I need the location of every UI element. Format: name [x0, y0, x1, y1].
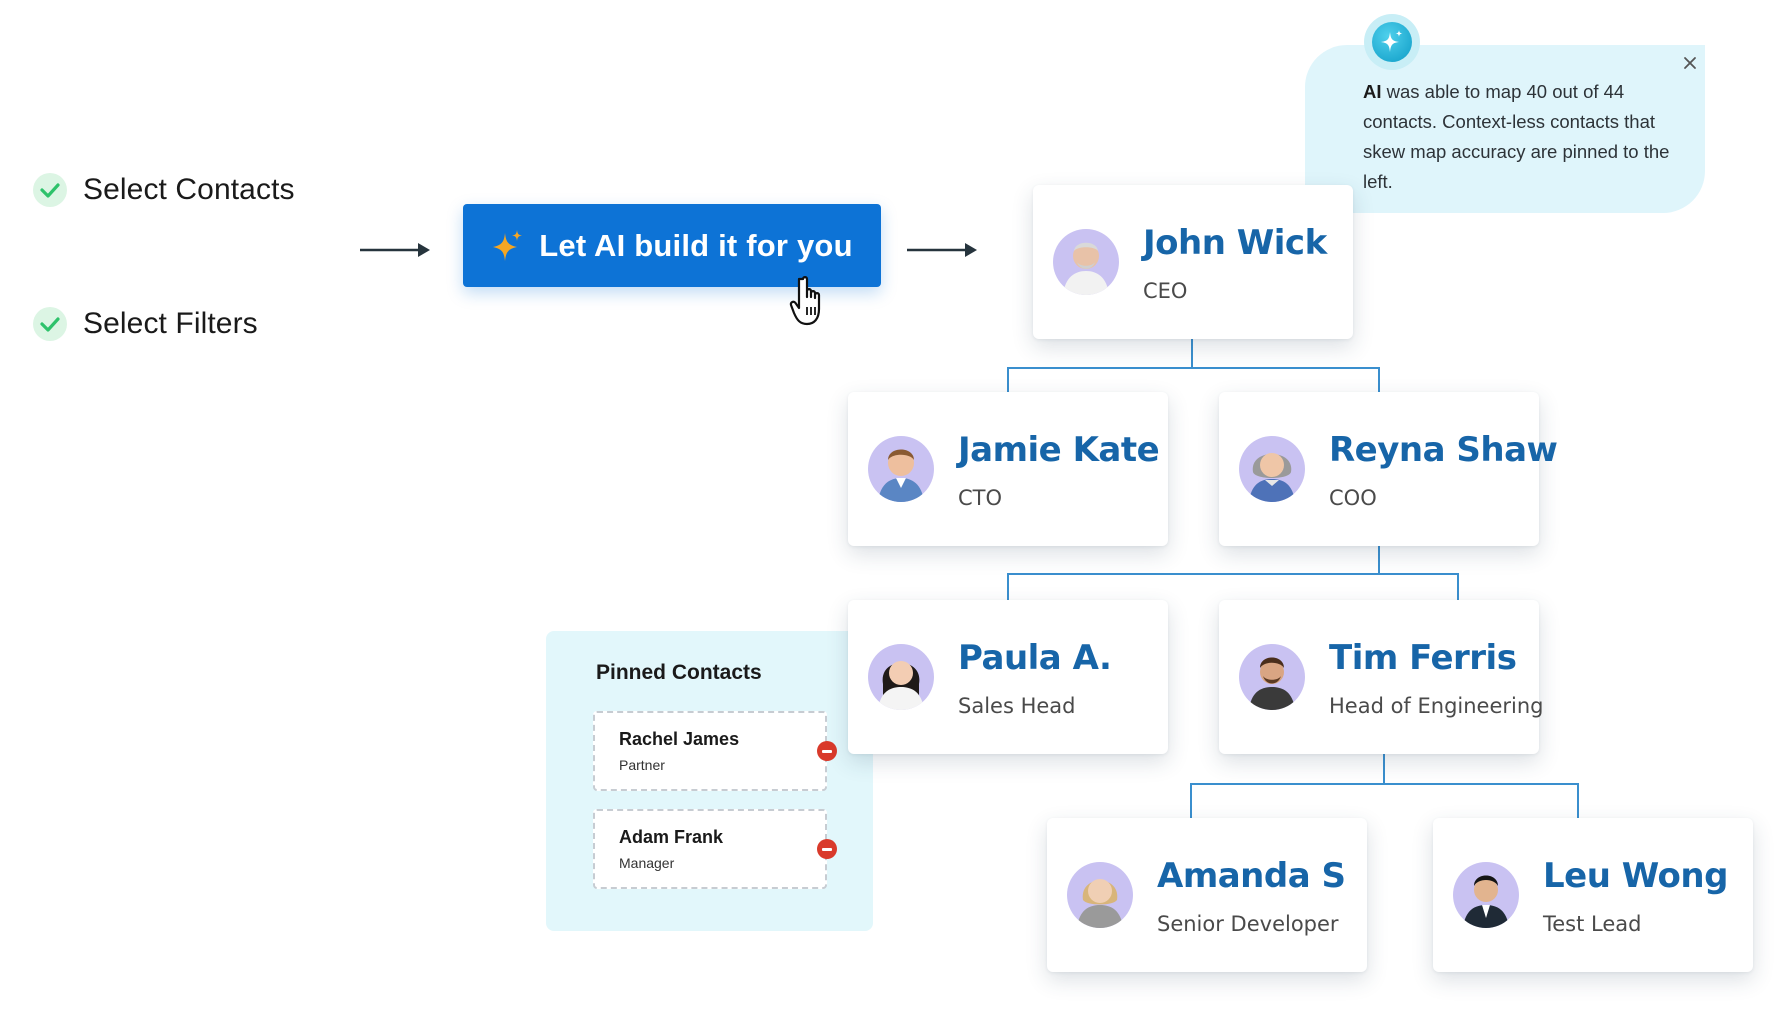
ai-build-button[interactable]: Let AI build it for you — [463, 204, 881, 287]
card-name: Tim Ferris — [1329, 638, 1517, 678]
pinned-contact-role: Manager — [619, 855, 675, 871]
card-name: Jamie Kate — [958, 430, 1160, 470]
card-role: Test Lead — [1543, 912, 1642, 936]
arrow-right-icon — [907, 243, 977, 257]
avatar — [1453, 862, 1519, 928]
pinned-contact-role: Partner — [619, 757, 665, 773]
pinned-contact-card[interactable]: Rachel James Partner — [593, 711, 837, 791]
step-label: Select Contacts — [83, 173, 295, 206]
pinned-contacts-panel: Pinned Contacts Rachel James Partner Ada… — [546, 631, 873, 931]
ai-build-label: Let AI build it for you — [539, 227, 853, 263]
org-card[interactable]: Leu Wong Test Lead — [1433, 818, 1753, 972]
sparkle-icon — [493, 229, 523, 261]
check-icon — [33, 307, 67, 341]
ai-info-tooltip: AI was able to map 40 out of 44 contacts… — [1305, 45, 1705, 213]
avatar — [868, 644, 934, 710]
org-card-ceo[interactable]: John Wick CEO — [1033, 185, 1353, 339]
org-card[interactable]: Reyna Shaw COO — [1219, 392, 1558, 546]
pinned-contact-name: Rachel James — [619, 729, 740, 749]
card-role: CTO — [958, 486, 1003, 510]
tooltip-text: AI was able to map 40 out of 44 contacts… — [1363, 81, 1670, 192]
hand-cursor-icon — [789, 276, 821, 326]
avatar — [1239, 644, 1305, 710]
pinned-contact-card[interactable]: Adam Frank Manager — [593, 809, 837, 889]
org-card[interactable]: Jamie Kate CTO — [848, 392, 1168, 546]
pinned-contact-name: Adam Frank — [619, 827, 724, 847]
sparkle-icon — [1381, 30, 1403, 52]
step-label: Select Filters — [83, 307, 258, 340]
remove-icon[interactable] — [817, 741, 837, 761]
pinned-title: Pinned Contacts — [596, 661, 762, 684]
avatar — [868, 436, 934, 502]
card-name: Reyna Shaw — [1329, 430, 1558, 470]
card-role: Senior Developer — [1157, 912, 1339, 936]
step-select-contacts: Select Contacts — [33, 173, 295, 207]
org-card[interactable]: Paula A. Sales Head — [848, 600, 1168, 754]
avatar — [1239, 436, 1305, 502]
card-role: Head of Engineering — [1329, 694, 1544, 718]
card-role: CEO — [1143, 279, 1188, 303]
step-select-filters: Select Filters — [33, 307, 258, 341]
avatar — [1053, 229, 1119, 295]
card-role: COO — [1329, 486, 1377, 510]
card-name: John Wick — [1143, 223, 1327, 263]
remove-icon[interactable] — [817, 839, 837, 859]
avatar — [1067, 862, 1133, 928]
org-card[interactable]: Tim Ferris Head of Engineering — [1219, 600, 1544, 754]
org-card[interactable]: Amanda S Senior Developer — [1047, 818, 1367, 972]
tooltip-sparkle-badge — [1364, 14, 1420, 70]
arrow-right-icon — [360, 243, 430, 257]
card-name: Paula A. — [958, 638, 1112, 678]
card-role: Sales Head — [958, 694, 1076, 718]
check-icon — [33, 173, 67, 207]
close-icon[interactable] — [1680, 53, 1700, 73]
card-name: Amanda S — [1157, 856, 1346, 896]
card-name: Leu Wong — [1543, 856, 1728, 896]
